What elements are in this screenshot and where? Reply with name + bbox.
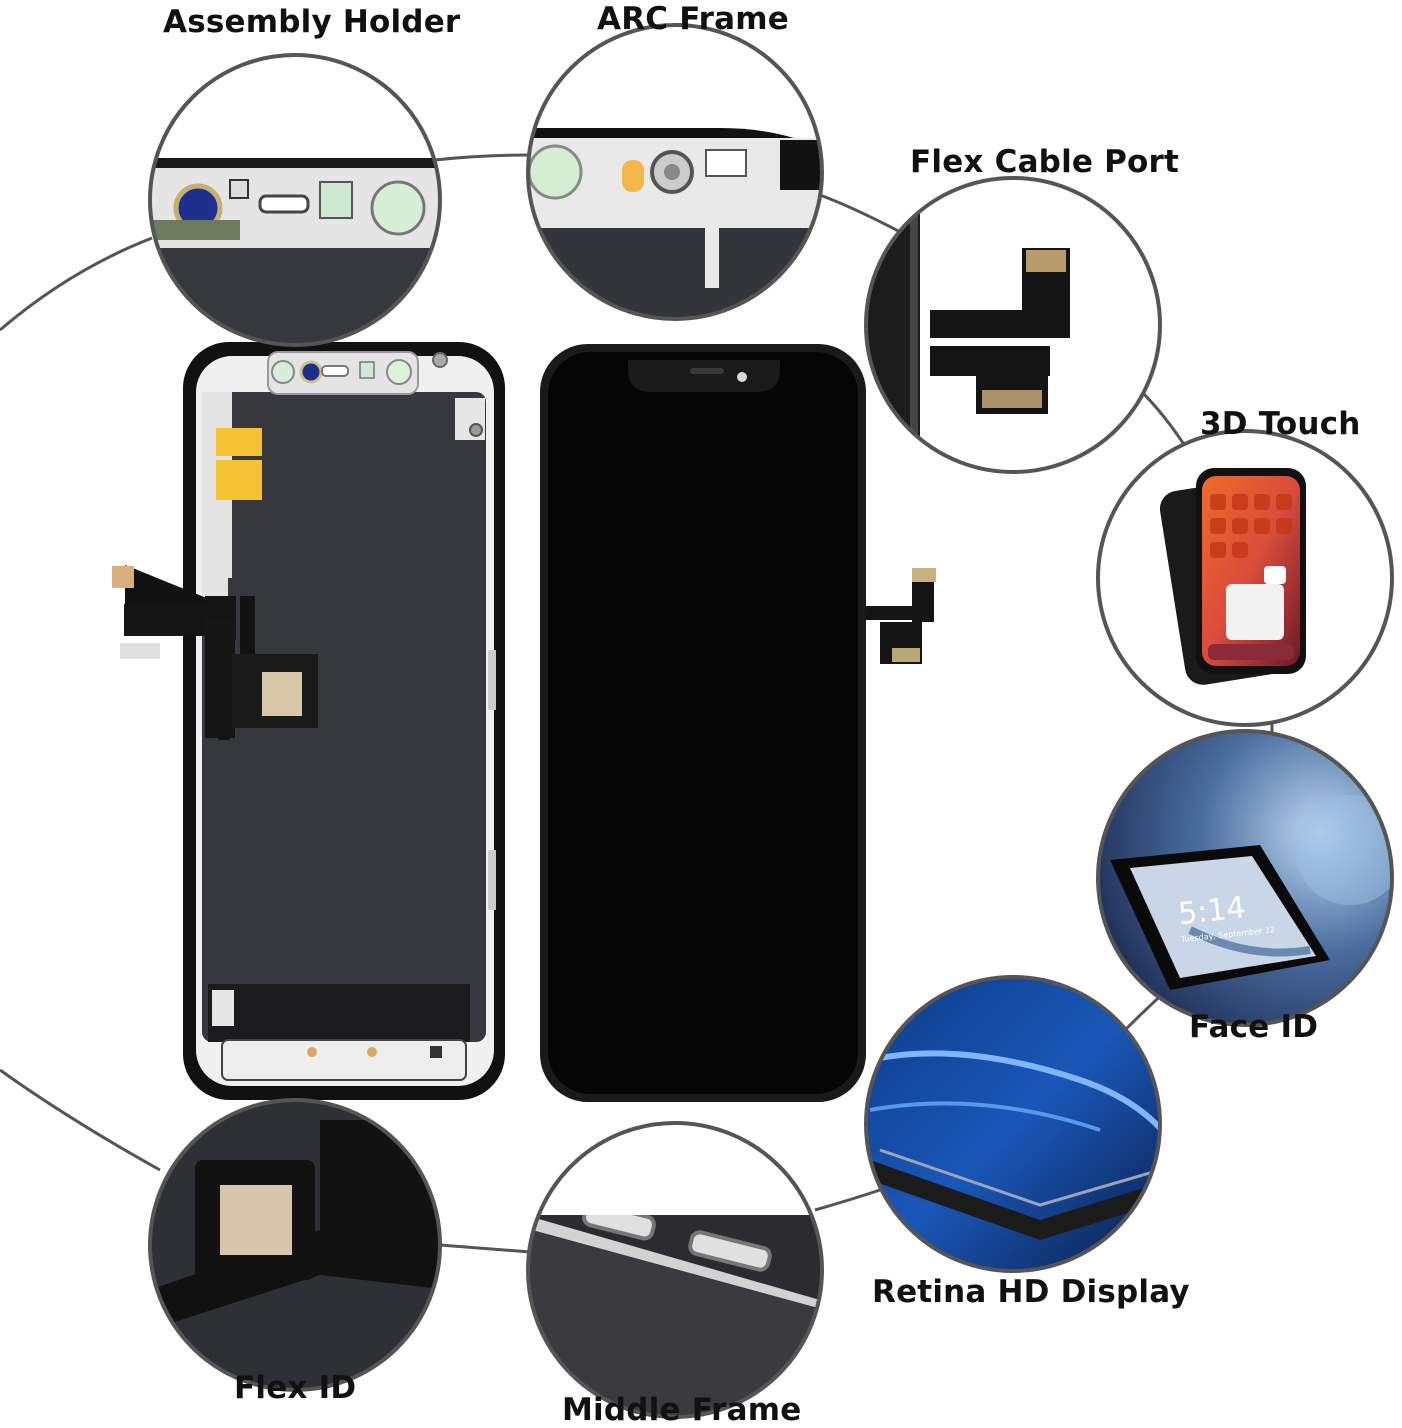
closeup-flex-id [148,1098,442,1392]
display-back-view [112,342,505,1100]
label-face-id: Face ID [1189,1009,1319,1045]
closeup-flex-cable-port [864,176,1162,474]
label-assembly-holder: Assembly Holder [163,4,461,40]
label-retina-hd-display: Retina HD Display [872,1274,1190,1310]
label-flex-id: Flex ID [234,1370,357,1406]
face-id-clock: 5:14 [1177,890,1248,932]
closeup-3d-touch [1096,429,1394,727]
closeup-retina-hd-display [864,975,1162,1273]
closeup-face-id: 5:14 Tuesday, September 12 [1096,729,1394,1027]
closeup-middle-frame [526,1121,824,1419]
label-3d-touch: 3D Touch [1200,406,1361,442]
label-flex-cable-port: Flex Cable Port [910,144,1180,180]
display-front-view [540,344,936,1102]
label-arc-frame: ARC Frame [597,1,789,37]
closeup-assembly-holder [148,53,442,347]
closeup-arc-frame [526,23,824,321]
label-middle-frame: Middle Frame [562,1392,802,1428]
